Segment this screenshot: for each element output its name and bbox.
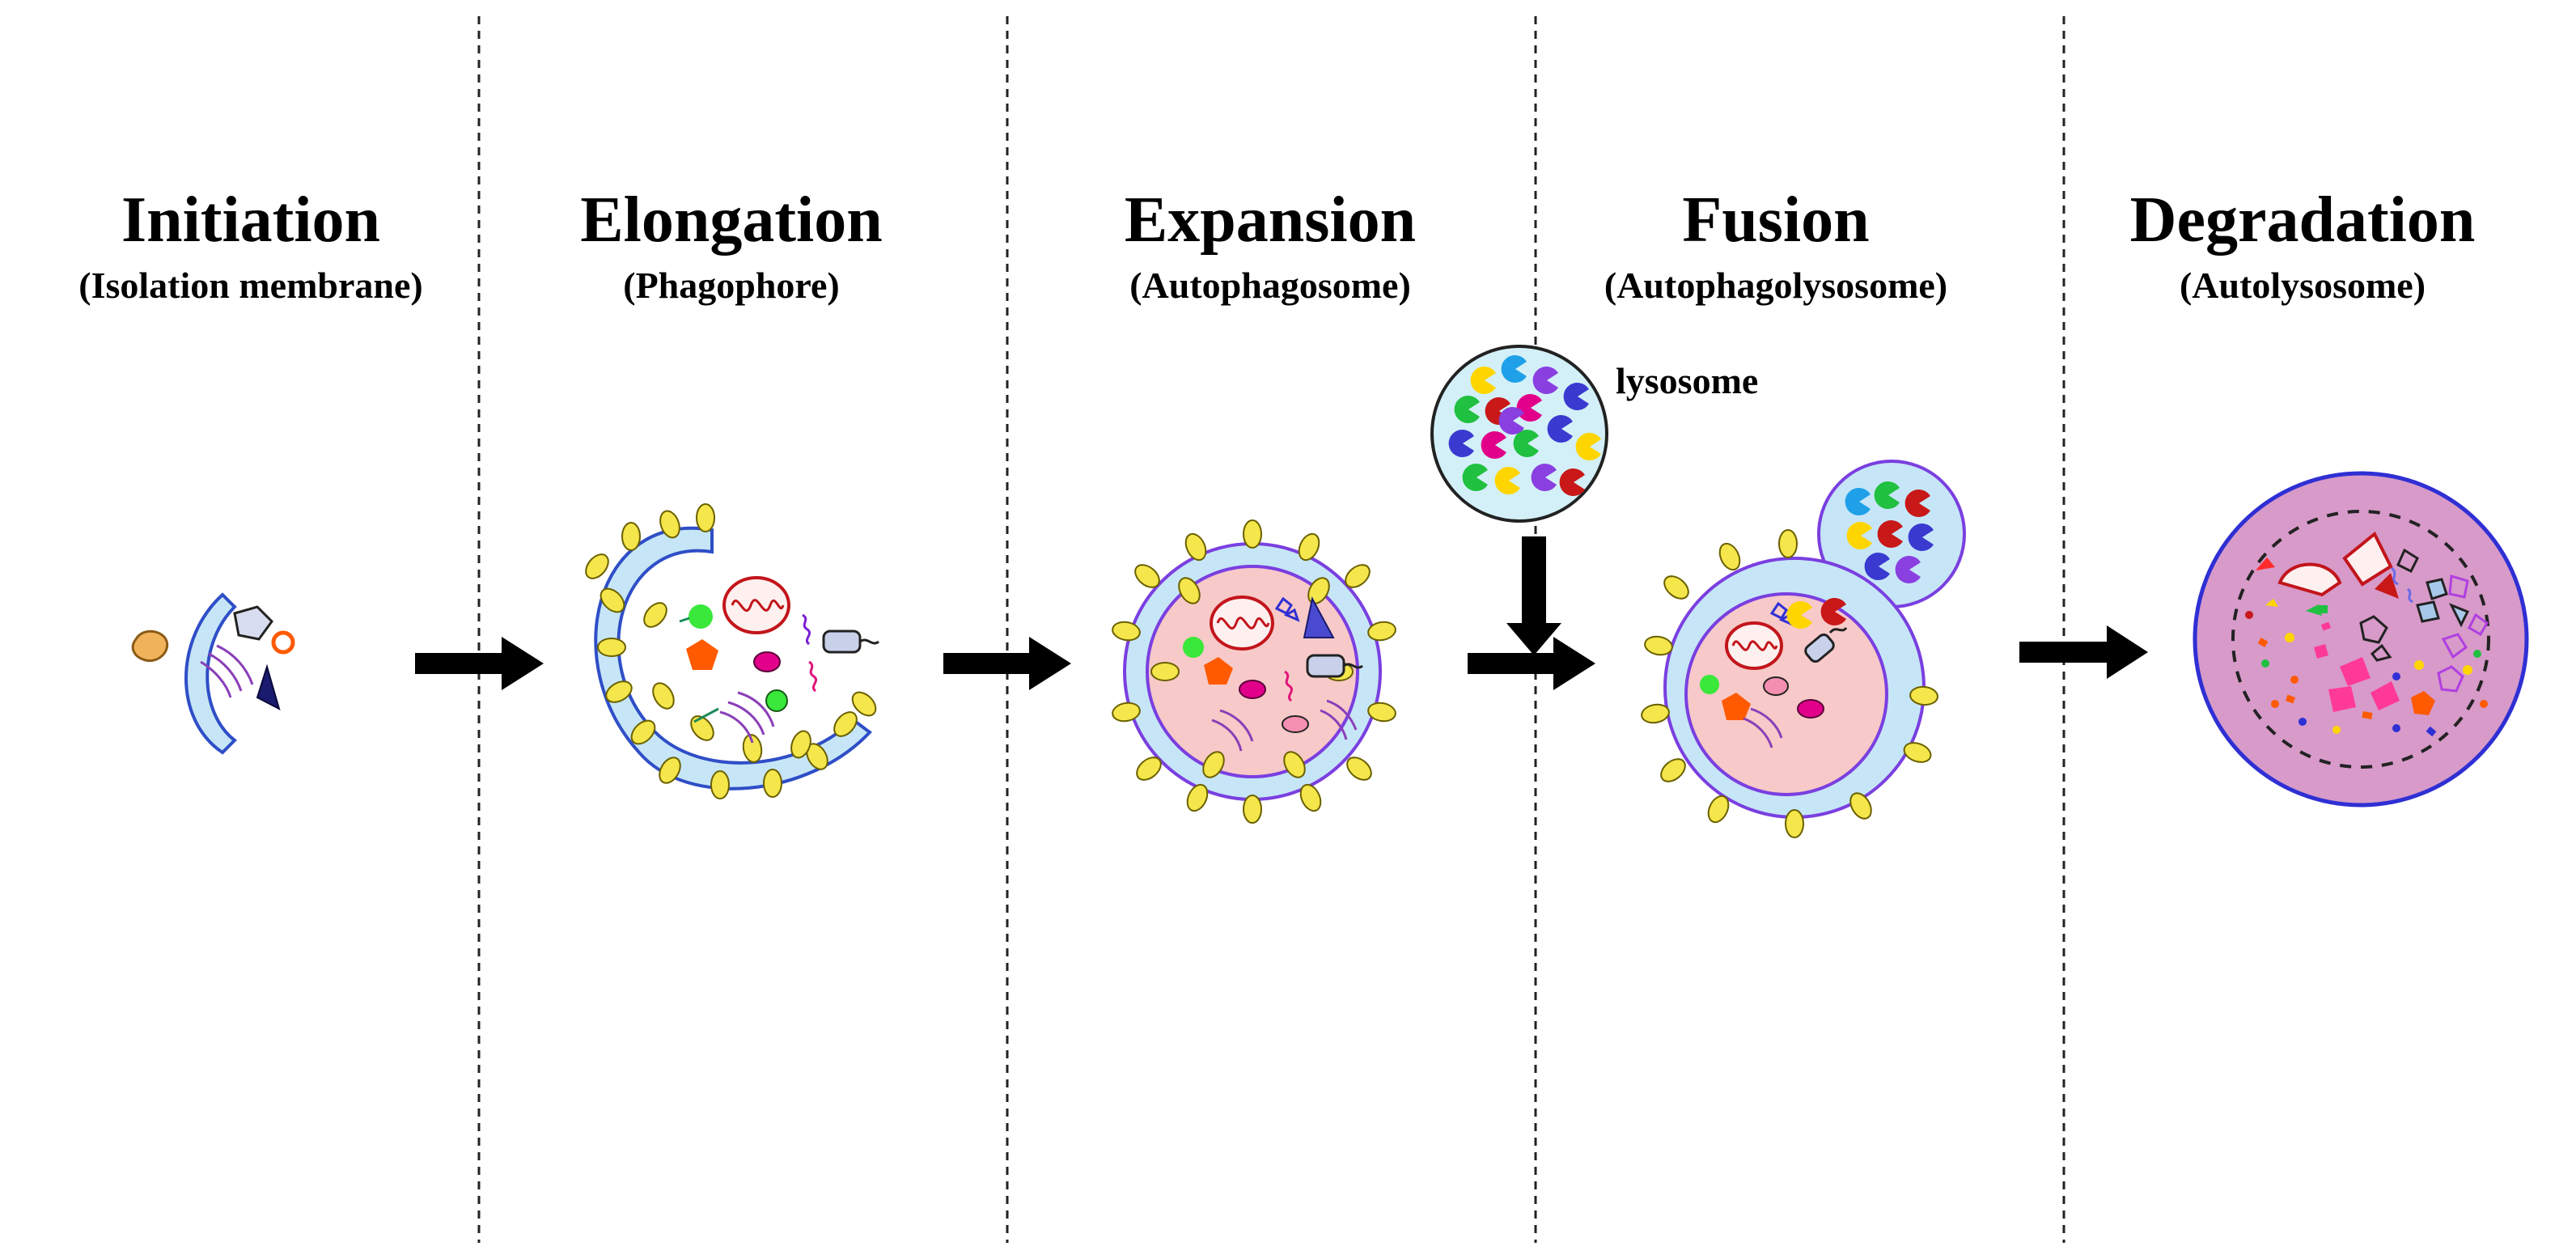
stage-subtitle-degradation: (Autolysosome): [2179, 265, 2426, 306]
phagophore-membrane: [594, 526, 872, 791]
pentagon-organelle: [233, 605, 273, 641]
ring-organelle: [271, 630, 295, 655]
arrow-icon: [415, 637, 544, 690]
autolysosome-illustration: [2193, 471, 2529, 808]
autophagolysosome-illustration: [1639, 460, 1966, 838]
autolysosome: [2193, 471, 2529, 808]
arrow-icon: [1468, 637, 1595, 690]
lysosome-label: lysosome: [1616, 360, 1759, 401]
organelle-fragment: [131, 630, 169, 663]
stage-title-initiation: Initiation: [121, 184, 381, 256]
arrow-icon: [943, 637, 1071, 690]
lysosome-illustration: [1430, 345, 1608, 523]
arrow-icon: [2019, 625, 2148, 679]
stage-subtitle-initiation: (Isolation membrane): [78, 265, 423, 306]
isolation-membrane-illustration: [131, 592, 295, 755]
mitochondrion: [722, 576, 790, 634]
isolation-membrane: [184, 592, 238, 755]
stage-title-fusion: Fusion: [1682, 184, 1870, 256]
degraded-fragments: [2245, 531, 2489, 737]
stage-subtitle-elongation: (Phagophore): [623, 265, 840, 306]
pentagon-organelle: [686, 639, 718, 670]
stage-title-degradation: Degradation: [2129, 184, 2476, 256]
stage-title-elongation: Elongation: [580, 184, 883, 256]
triangle-organelle: [256, 663, 281, 710]
phagophore-illustration: [580, 503, 881, 799]
arrow-down-icon: [1506, 536, 1561, 655]
er-fragment: [200, 644, 254, 698]
stage-title-expansion: Expansion: [1124, 184, 1417, 256]
stage-subtitle-expansion: (Autophagosome): [1129, 265, 1411, 306]
autophagosome-illustration: [1110, 519, 1398, 824]
green-vesicle: [688, 604, 713, 629]
stage-subtitle-fusion: (Autophagolysosome): [1604, 265, 1948, 306]
autophagolysosome-inner: [1684, 592, 1888, 796]
